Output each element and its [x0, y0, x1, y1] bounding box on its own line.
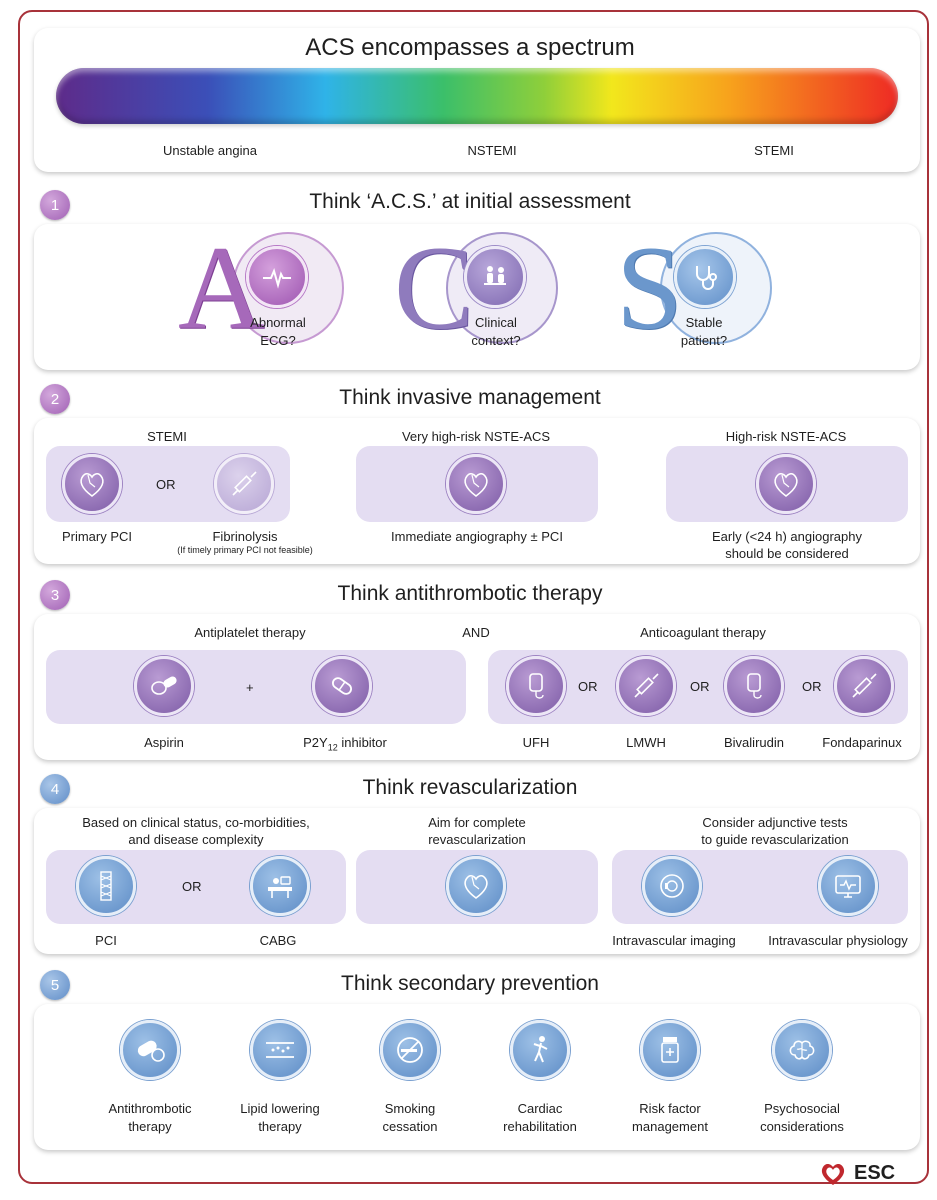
or-ufh-lmwh: OR [578, 679, 598, 694]
section-3-number: 3 [40, 580, 70, 610]
ecg-icon [246, 246, 308, 308]
primary-pci-label: Primary PCI [61, 529, 133, 544]
antiplatelet-panel [46, 650, 466, 724]
medication-bottle-icon [640, 1020, 700, 1080]
psychosocial-label-line1: Psychosocial [764, 1101, 840, 1116]
high-risk-heading: High-risk NSTE-ACS [725, 429, 847, 444]
heart-icon-primary-pci [62, 454, 122, 514]
intravascular-imaging-label: Intravascular imaging [612, 933, 736, 948]
capsule-icon-p2y12 [312, 656, 372, 716]
lipid-label-line1: Lipid lowering [240, 1101, 320, 1116]
aspirin-label: Aspirin [144, 735, 184, 750]
exercise-icon-cardiac-rehab [510, 1020, 570, 1080]
letter-s: S [616, 221, 683, 354]
antithrombotic-label-line1: Antithrombotic [108, 1101, 192, 1116]
a-label-line2: ECG? [260, 333, 296, 348]
stent-icon-pci [76, 856, 136, 916]
fibrinolysis-note: (If timely primary PCI not feasible) [177, 545, 313, 555]
revasc-mid-heading-line2: revascularization [428, 832, 526, 847]
intravascular-physiology-icon [818, 856, 878, 916]
lmwh-label: LMWH [626, 735, 666, 750]
smoking-label-line1: Smoking [384, 1101, 436, 1116]
or-bivalirudin-fondaparinux: OR [802, 679, 822, 694]
c-label-line1: Clinical [475, 315, 517, 330]
fibrinolysis-label: Fibrinolysis [212, 529, 278, 544]
section-1-title: Think ‘A.C.S.’ at initial assessment [309, 190, 631, 213]
pill-icon-antithrombotic [120, 1020, 180, 1080]
surgery-icon-cabg [250, 856, 310, 916]
anticoagulant-heading: Anticoagulant therapy [640, 625, 766, 640]
revasc-left-heading-line1: Based on clinical status, co-morbidities… [82, 815, 310, 830]
cardiac-label-line2: rehabilitation [503, 1119, 577, 1134]
ufh-label: UFH [522, 735, 550, 750]
section-3-title: Think antithrombotic therapy [337, 582, 603, 605]
psychosocial-label-line2: considerations [760, 1119, 844, 1134]
section-5-title: Think secondary prevention [341, 972, 599, 995]
cabg-label: CABG [259, 933, 297, 948]
fondaparinux-label: Fondaparinux [822, 735, 902, 750]
plus-sign: + [246, 680, 254, 695]
syringe-icon-fibrinolysis [214, 454, 274, 514]
very-high-risk-label: Immediate angiography ± PCI [391, 529, 563, 544]
or-lmwh-bivalirudin: OR [690, 679, 710, 694]
section-2-number: 2 [40, 384, 70, 414]
section-5-number: 5 [40, 970, 70, 1000]
pci-label: PCI [95, 933, 117, 948]
esc-logo: ESC [818, 1158, 895, 1188]
pill-icon-aspirin [134, 656, 194, 716]
revasc-right-heading-line1: Consider adjunctive tests [702, 815, 848, 830]
a-label-line1: Abnormal [250, 315, 306, 330]
stemi-heading: STEMI [147, 429, 187, 444]
iv-bag-icon-bivalirudin [724, 656, 784, 716]
esc-logo-text: ESC [854, 1161, 896, 1184]
and-label: AND [462, 625, 490, 640]
smoking-label-line2: cessation [382, 1119, 438, 1134]
stethoscope-icon [674, 246, 736, 308]
section-1-number: 1 [40, 190, 70, 220]
no-smoking-icon [380, 1020, 440, 1080]
spectrum-bar [56, 68, 898, 124]
spectrum-label-nstemi: NSTEMI [467, 143, 517, 158]
s-label-line2: patient? [680, 333, 728, 348]
revasc-mid-heading-line1: Aim for complete [428, 815, 526, 830]
p2y12-label: P2Y12 inhibitor [303, 735, 387, 753]
bivalirudin-label: Bivalirudin [724, 735, 784, 750]
syringe-icon-fondaparinux [834, 656, 894, 716]
revasc-or: OR [182, 879, 202, 894]
risk-factor-label-line1: Risk factor [639, 1101, 701, 1116]
cardiac-label-line1: Cardiac [517, 1101, 563, 1116]
letter-c: C [394, 221, 475, 354]
stemi-or: OR [156, 477, 176, 492]
section-5-card [34, 1004, 920, 1150]
syringe-icon-lmwh [616, 656, 676, 716]
s-label-line1: Stable [685, 315, 723, 330]
antiplatelet-heading: Antiplatelet therapy [194, 625, 306, 640]
revasc-right-heading-line2: to guide revascularization [701, 832, 849, 847]
page-title: ACS encompasses a spectrum [305, 34, 635, 61]
heart-icon-very-high-risk [446, 454, 506, 514]
very-high-risk-heading: Very high-risk NSTE-ACS [401, 429, 551, 444]
revasc-left-heading-line2: and disease complexity [128, 832, 264, 847]
esc-heart-icon [821, 1163, 845, 1185]
outer-frame [18, 10, 929, 1184]
risk-factor-label-line2: management [632, 1119, 708, 1134]
section-4-number: 4 [40, 774, 70, 804]
heart-icon-complete-revasc [446, 856, 506, 916]
spectrum-label-unstable-angina: Unstable angina [163, 143, 257, 158]
heart-icon-high-risk [756, 454, 816, 514]
high-risk-label-line1: Early (<24 h) angiography [712, 529, 862, 544]
c-label-line2: context? [471, 333, 521, 348]
iv-bag-icon-ufh [506, 656, 566, 716]
brain-icon-psychosocial [772, 1020, 832, 1080]
spectrum-label-stemi: STEMI [754, 143, 794, 158]
section-4-title: Think revascularization [362, 776, 578, 799]
lipid-label-line2: therapy [258, 1119, 302, 1134]
section-2-title: Think invasive management [339, 386, 601, 409]
artery-icon-lipid-lowering [250, 1020, 310, 1080]
high-risk-label-line2: should be considered [725, 546, 849, 561]
intravascular-imaging-icon [642, 856, 702, 916]
intravascular-physiology-label: Intravascular physiology [768, 933, 908, 948]
clinical-context-icon [464, 246, 526, 308]
antithrombotic-label-line2: therapy [128, 1119, 172, 1134]
